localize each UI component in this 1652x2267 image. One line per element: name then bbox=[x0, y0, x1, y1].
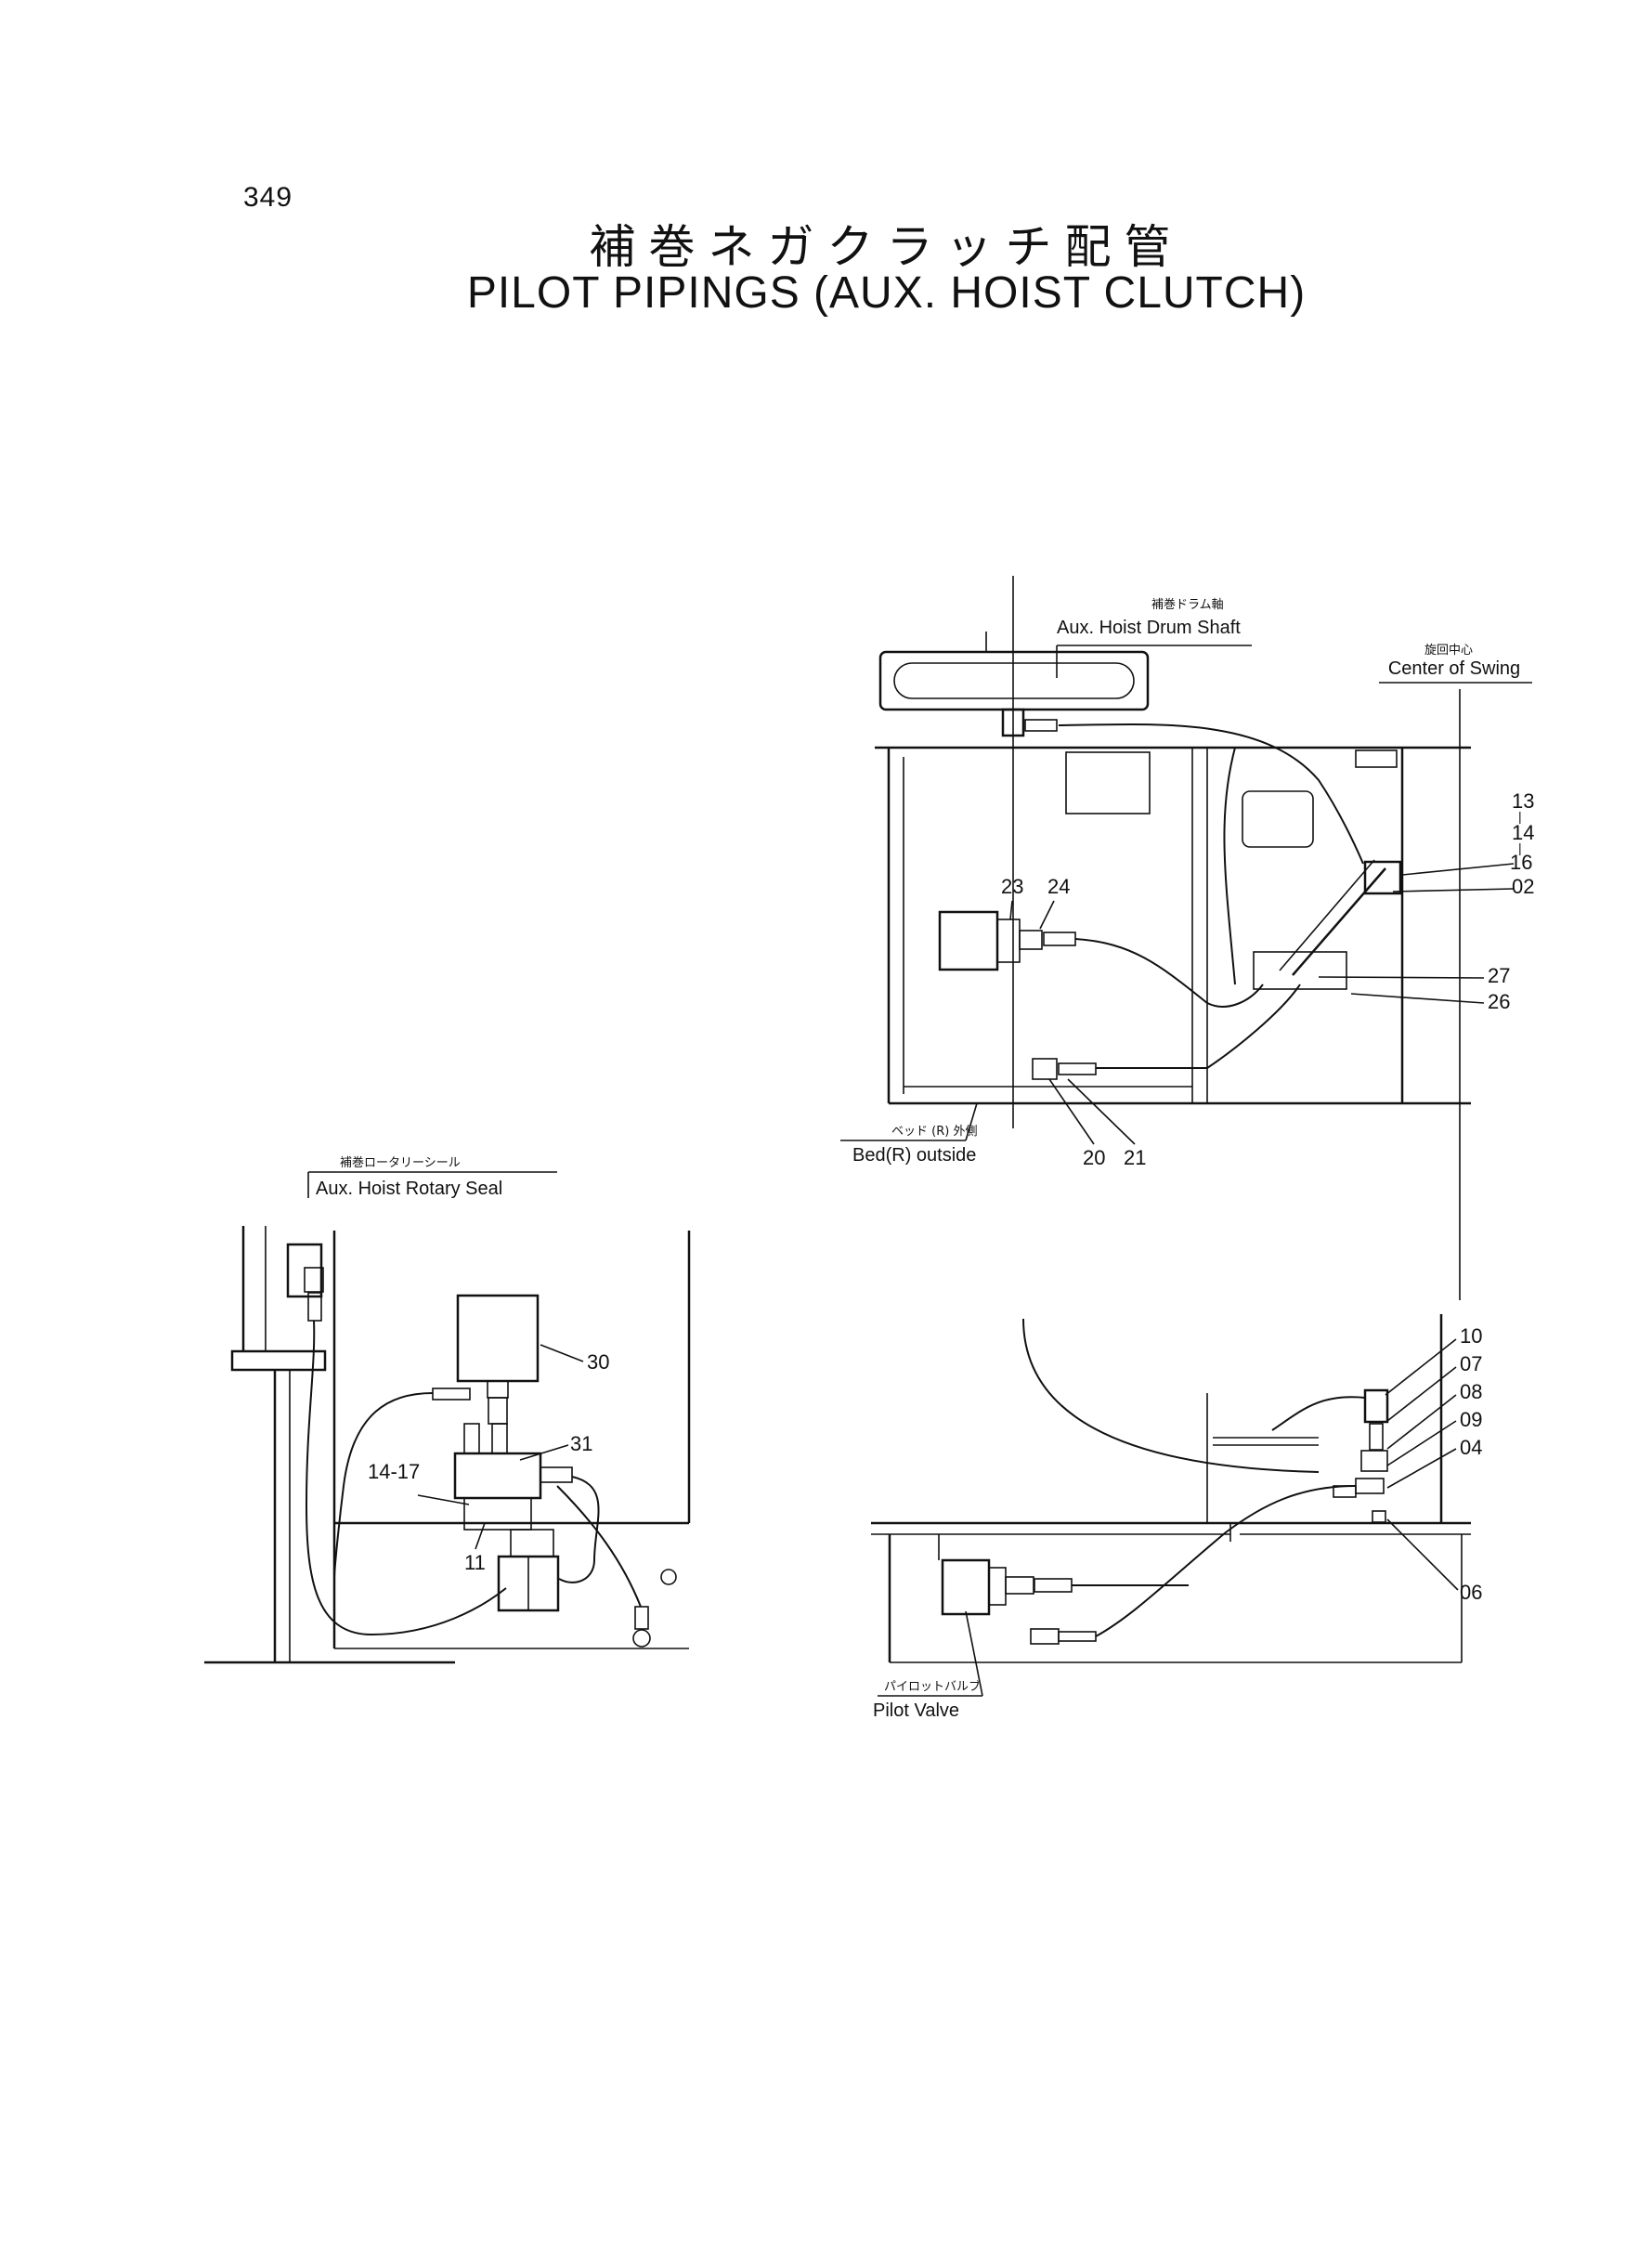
callout-26: 26 bbox=[1488, 990, 1510, 1013]
center-of-swing-label: Center of Swing bbox=[1388, 658, 1520, 679]
callout-24: 24 bbox=[1047, 875, 1070, 898]
component-23 bbox=[938, 910, 999, 971]
callout-02: 02 bbox=[1512, 875, 1534, 898]
drum-shaft-label: Aux. Hoist Drum Shaft bbox=[1057, 618, 1241, 638]
rotary-seal bbox=[286, 1243, 323, 1298]
drum-housing bbox=[878, 650, 1150, 711]
component-30 bbox=[456, 1294, 540, 1383]
page-title-japanese: 補巻ネガクラッチ配管 bbox=[589, 220, 1184, 274]
callout-23: 23 bbox=[1001, 875, 1023, 898]
left-view-leaders bbox=[307, 1171, 584, 1550]
callout-04: 04 bbox=[1460, 1436, 1482, 1459]
drum-slot bbox=[893, 662, 1135, 699]
callout-16: 16 bbox=[1510, 851, 1532, 874]
callout-07: 07 bbox=[1460, 1352, 1482, 1375]
pilot-valve-label: Pilot Valve bbox=[873, 1700, 959, 1721]
bracket-arm bbox=[1292, 867, 1386, 976]
callout-27: 27 bbox=[1488, 964, 1510, 987]
callout-13-dash: | bbox=[1518, 809, 1522, 824]
callout-08: 08 bbox=[1460, 1380, 1482, 1403]
callout-10: 10 bbox=[1460, 1324, 1482, 1348]
bed-outside-label: Bed(R) outside bbox=[852, 1145, 976, 1166]
callout-21: 21 bbox=[1124, 1146, 1146, 1169]
drum-shaft-label-jp: 補巻ドラム軸 bbox=[1151, 598, 1224, 612]
valve-block bbox=[1363, 860, 1402, 895]
pilot-valve bbox=[941, 1558, 991, 1616]
callout-14-dash: | bbox=[1518, 840, 1522, 855]
rotary-seal-label: Aux. Hoist Rotary Seal bbox=[316, 1179, 502, 1199]
callout-31: 31 bbox=[570, 1432, 592, 1455]
top-view-drawing bbox=[875, 576, 1471, 1300]
component-31 bbox=[453, 1452, 542, 1500]
bottom-view-leaders bbox=[878, 1338, 1459, 1697]
pilot-valve-label-jp: パイロットバルブ bbox=[884, 1679, 981, 1694]
callout-14-17: 14-17 bbox=[368, 1460, 420, 1483]
left-view-drawing bbox=[204, 1226, 691, 1664]
bed-outside-label-jp: ベッド (R) 外側 bbox=[891, 1125, 977, 1139]
rotary-seal-label-jp: 補巻ロータリーシール bbox=[340, 1156, 461, 1170]
callout-06: 06 bbox=[1460, 1581, 1482, 1604]
bottom-view-drawing bbox=[871, 1314, 1471, 1663]
callout-30: 30 bbox=[587, 1350, 609, 1374]
callout-13: 13 bbox=[1512, 789, 1534, 813]
page-title: PILOT PIPINGS (AUX. HOIST CLUTCH) bbox=[466, 268, 1307, 318]
page-number: 349 bbox=[243, 182, 293, 213]
callout-11: 11 bbox=[464, 1551, 486, 1574]
drum-fitting bbox=[1001, 708, 1025, 737]
callout-09: 09 bbox=[1460, 1408, 1482, 1431]
callout-14: 14 bbox=[1512, 821, 1534, 844]
center-of-swing-label-jp: 旋回中心 bbox=[1424, 644, 1473, 658]
top-view-leaders bbox=[840, 645, 1532, 1145]
callout-20: 20 bbox=[1083, 1146, 1105, 1169]
